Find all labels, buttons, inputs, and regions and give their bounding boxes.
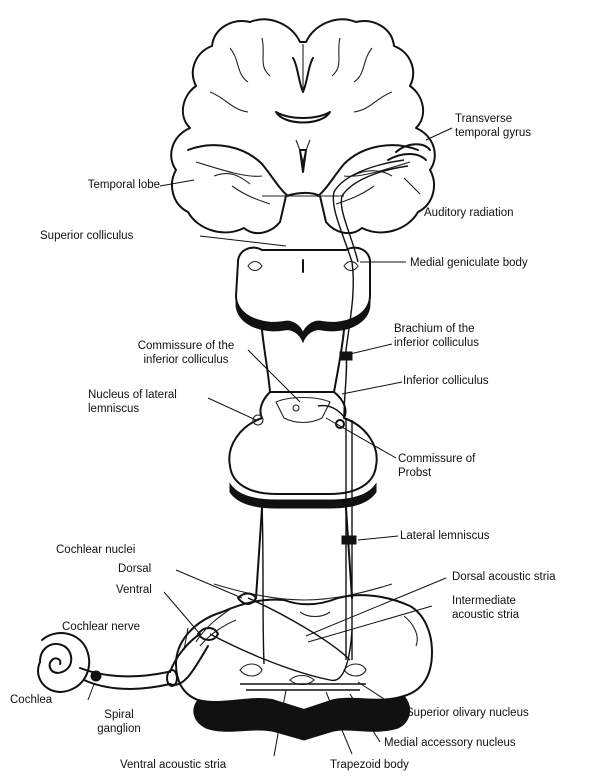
label-ventral-acoustic-stria: Ventral acoustic stria bbox=[120, 758, 226, 772]
label-brachium-inferior-colliculus: Brachium of the inferior colliculus bbox=[394, 322, 479, 350]
label-lateral-lemniscus: Lateral lemniscus bbox=[400, 529, 489, 543]
label-medial-geniculate-body: Medial geniculate body bbox=[410, 256, 528, 270]
label-cochlea: Cochlea bbox=[10, 693, 52, 707]
label-commissure-inferior-colliculus: Commissure of the inferior colliculus bbox=[116, 339, 256, 367]
label-superior-olivary-nucleus: Superior olivary nucleus bbox=[406, 706, 529, 720]
label-superior-colliculus: Superior colliculus bbox=[40, 229, 133, 243]
label-temporal-lobe: Temporal lobe bbox=[56, 178, 160, 192]
label-intermediate-acoustic-stria: Intermediate acoustic stria bbox=[452, 594, 519, 622]
pons-section bbox=[229, 392, 376, 598]
label-dorsal-acoustic-stria: Dorsal acoustic stria bbox=[452, 570, 556, 584]
label-cochlear-nuclei: Cochlear nuclei bbox=[56, 543, 135, 557]
label-trapezoid-body: Trapezoid body bbox=[330, 758, 409, 772]
label-cochlear-nerve: Cochlear nerve bbox=[62, 620, 140, 634]
label-commissure-probst: Commissure of Probst bbox=[398, 452, 475, 480]
label-transverse-temporal-gyrus: Transverse temporal gyrus bbox=[455, 112, 531, 140]
cerebrum-coronal-section bbox=[171, 19, 435, 233]
label-medial-accessory-nucleus: Medial accessory nucleus bbox=[384, 736, 516, 750]
label-auditory-radiation: Auditory radiation bbox=[424, 206, 514, 220]
label-inferior-colliculus: Inferior colliculus bbox=[403, 374, 489, 388]
label-ventral: Ventral bbox=[116, 583, 152, 597]
label-dorsal: Dorsal bbox=[118, 562, 151, 576]
auditory-fibers bbox=[210, 160, 408, 680]
label-spiral-ganglion: Spiral ganglion bbox=[84, 708, 154, 736]
medulla-section bbox=[176, 584, 432, 740]
label-nucleus-lateral-lemniscus: Nucleus of lateral lemniscus bbox=[88, 388, 177, 416]
